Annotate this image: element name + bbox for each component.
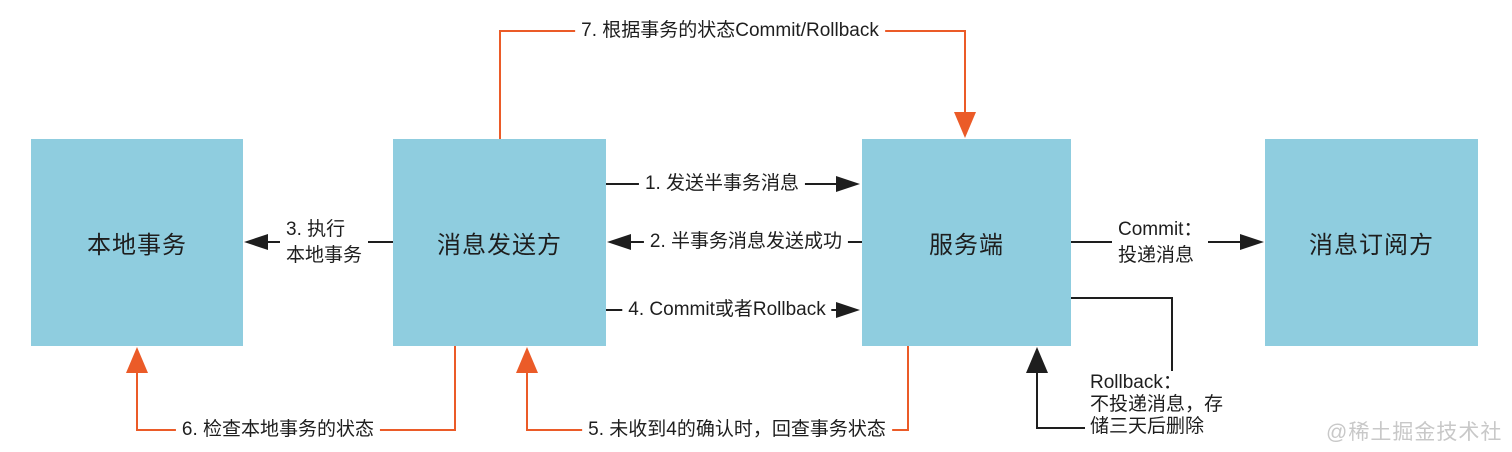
rollback-label-line1: Rollback： — [1090, 372, 1182, 393]
step2-arrowhead-left-icon — [607, 234, 631, 250]
commit-label: Commit： 投递消息 — [1112, 216, 1209, 270]
rollback-connector-return — [1036, 370, 1085, 429]
node-message-subscriber-label: 消息订阅方 — [1309, 232, 1434, 259]
node-message-subscriber: 消息订阅方 — [1265, 139, 1478, 346]
rollback-label-line2: 不投递消息，存 — [1090, 394, 1224, 415]
node-server: 服务端 — [862, 139, 1071, 346]
rollback-label: Rollback： 不投递消息，存 储三天后删除 — [1086, 372, 1228, 438]
step4-label: 4. Commit或者Rollback — [622, 296, 832, 324]
commit-label-line1: Commit： — [1118, 219, 1203, 240]
step3-label-line1: 3. 执行 — [286, 219, 346, 240]
node-message-sender: 消息发送方 — [393, 139, 606, 346]
rollback-label-line3: 储三天后删除 — [1090, 416, 1205, 437]
rollback-connector-out — [1071, 297, 1173, 371]
step3-arrowhead-left-icon — [244, 234, 268, 250]
step5-arrowhead-up-icon — [516, 347, 538, 373]
node-message-sender-label: 消息发送方 — [437, 232, 562, 259]
step4-arrowhead-right-icon — [836, 302, 860, 318]
step1-arrowhead-right-icon — [836, 176, 860, 192]
step3-label-line2: 本地事务 — [286, 245, 363, 266]
step6-arrowhead-up-icon — [126, 347, 148, 373]
node-server-label: 服务端 — [929, 232, 1004, 259]
rollback-arrowhead-up-icon — [1026, 347, 1048, 373]
step6-label: 6. 检查本地事务的状态 — [175, 416, 381, 444]
step5-label: 5. 未收到4的确认时，回查事务状态 — [582, 416, 892, 444]
commit-arrowhead-right-icon — [1240, 234, 1264, 250]
node-local-transaction: 本地事务 — [31, 139, 243, 346]
step2-label: 2. 半事务消息发送成功 — [643, 228, 849, 256]
juejin-watermark: @稀土掘金技术社区 — [1326, 421, 1503, 452]
step7-arrowhead-down-icon — [954, 112, 976, 138]
node-local-transaction-label: 本地事务 — [87, 232, 187, 259]
step1-label: 1. 发送半事务消息 — [638, 170, 806, 198]
step7-connector — [499, 30, 966, 139]
step3-label: 3. 执行 本地事务 — [280, 216, 369, 270]
commit-label-line2: 投递消息 — [1118, 245, 1195, 266]
step7-label: 7. 根据事务的状态Commit/Rollback — [575, 17, 885, 45]
